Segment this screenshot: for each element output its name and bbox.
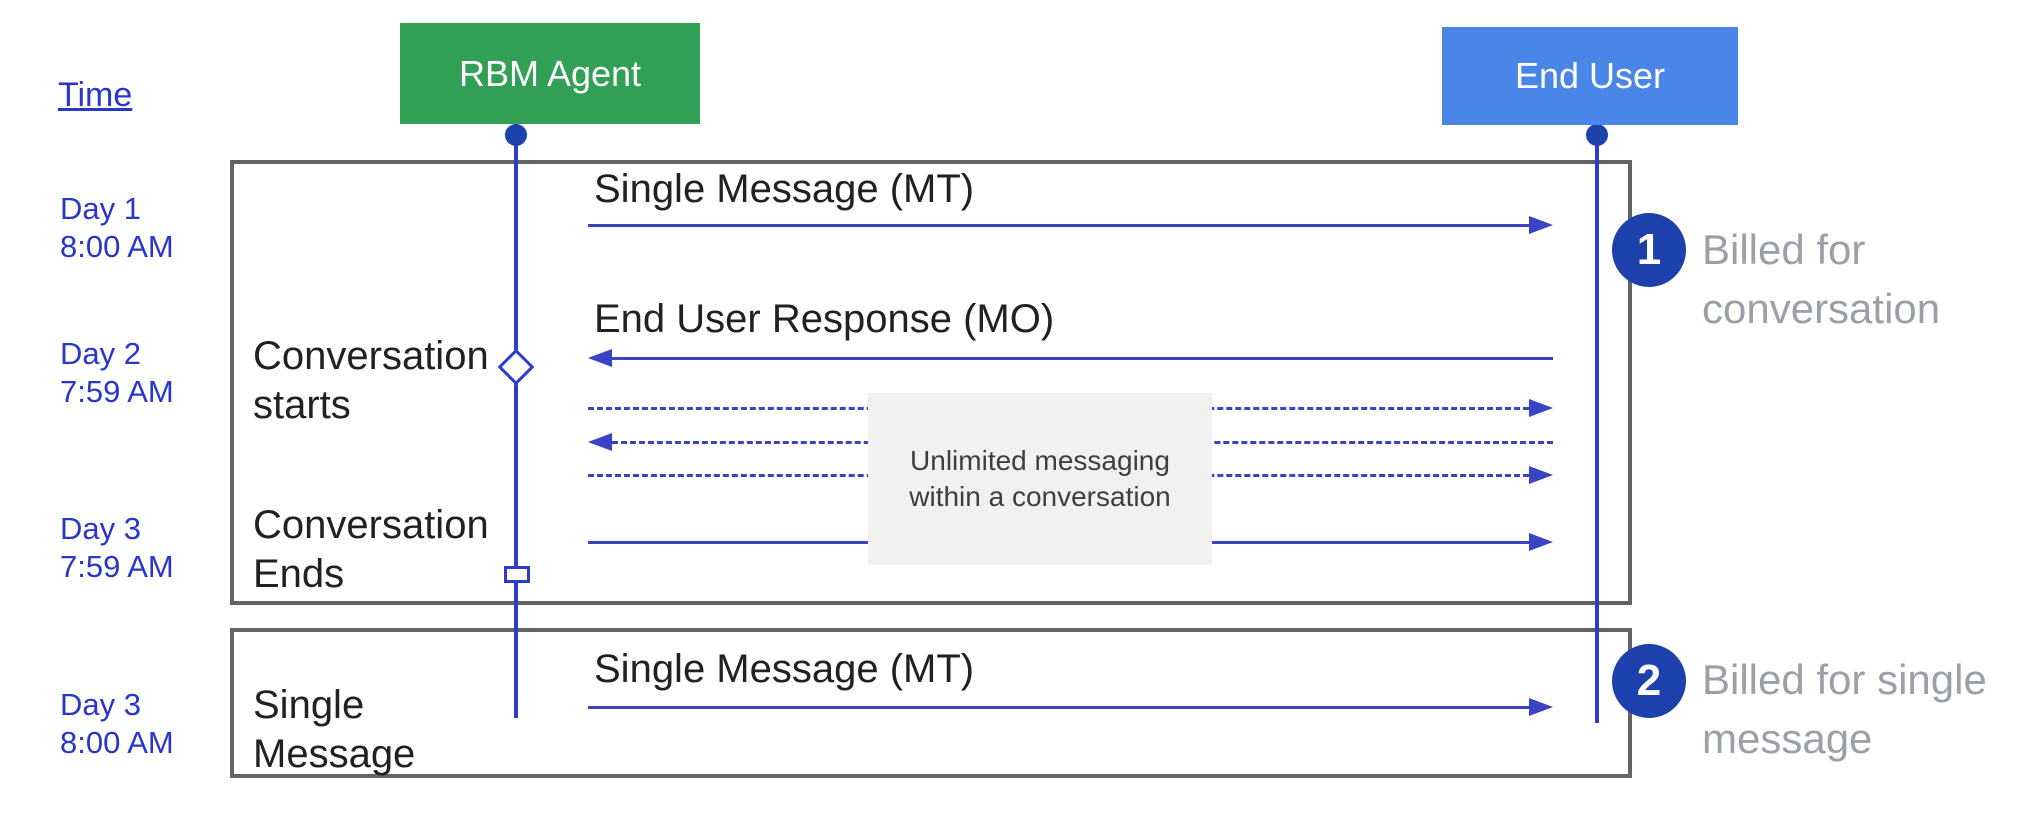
end-user-response-mo-label: End User Response (MO) (594, 297, 1055, 341)
end-user-lifeline (1595, 125, 1599, 723)
timestamp-day3-late: Day 3 8:00 AM (60, 686, 174, 762)
conversation-ends-label: Conversation Ends (253, 501, 489, 599)
conversation-end-square-icon (504, 566, 530, 583)
arrowhead-right-icon (1529, 466, 1553, 484)
timestamp-time: 8:00 AM (60, 725, 174, 760)
label-line: Message (253, 732, 416, 776)
end-user-lifeline-dot-icon (1586, 124, 1608, 146)
billed-line: conversation (1702, 285, 1941, 332)
arrowhead-right-icon (1529, 533, 1553, 551)
billing-badge-1: 1 (1612, 213, 1686, 287)
label-line: Ends (253, 552, 345, 596)
note-line-1: Unlimited messaging (910, 445, 1170, 476)
arrowhead-left-icon (588, 349, 612, 367)
timestamp-day: Day 3 (60, 687, 141, 722)
arrowhead-right-icon (1529, 216, 1553, 234)
agent-lifeline (514, 124, 518, 718)
timestamp-day1: Day 1 8:00 AM (60, 190, 174, 266)
billed-for-single-message-label: Billed for single message (1702, 650, 1987, 768)
timestamp-day3-early: Day 3 7:59 AM (60, 510, 174, 586)
billing-badge-2: 2 (1612, 644, 1686, 718)
arrowhead-right-icon (1529, 698, 1553, 716)
arrowhead-right-icon (1529, 399, 1553, 417)
timestamp-time: 8:00 AM (60, 229, 174, 264)
conversation-starts-label: Conversation starts (253, 332, 489, 430)
timestamp-day: Day 1 (60, 191, 141, 226)
label-line: starts (253, 383, 351, 427)
label-line: Conversation (253, 334, 489, 378)
timestamp-time: 7:59 AM (60, 549, 174, 584)
label-line: Conversation (253, 503, 489, 547)
agent-lifeline-dot-icon (505, 124, 527, 146)
conversation-frame (230, 160, 1632, 605)
end-user-actor-box: End User (1442, 27, 1738, 125)
arrow-single-message-mt-2 (588, 698, 1553, 716)
billed-line: Billed for single (1702, 656, 1987, 703)
arrowhead-left-icon (588, 433, 612, 451)
arrow-end-user-response-mo (588, 349, 1553, 367)
single-message-label: Single Message (253, 681, 415, 779)
billed-line: Billed for (1702, 226, 1866, 273)
rbm-agent-actor-label: RBM Agent (458, 52, 642, 94)
rbm-agent-actor-box: RBM Agent (400, 23, 700, 124)
note-line-2: within a conversation (909, 481, 1171, 512)
timestamp-day2: Day 2 7:59 AM (60, 335, 174, 411)
badge-number: 2 (1636, 656, 1662, 705)
arrow-single-message-mt-1 (588, 216, 1553, 234)
unlimited-messaging-note: Unlimited messaging within a conversatio… (868, 393, 1212, 565)
time-column-header: Time (58, 76, 133, 114)
badge-number: 1 (1636, 225, 1662, 274)
timestamp-time: 7:59 AM (60, 374, 174, 409)
single-message-mt-2-label: Single Message (MT) (594, 647, 975, 691)
single-message-mt-1-label: Single Message (MT) (594, 167, 975, 211)
end-user-actor-label: End User (1514, 55, 1666, 96)
label-line: Single (253, 683, 365, 727)
timestamp-day: Day 2 (60, 336, 141, 371)
billed-line: message (1702, 715, 1873, 762)
timestamp-day: Day 3 (60, 511, 141, 546)
billed-for-conversation-label: Billed for conversation (1702, 220, 1940, 338)
